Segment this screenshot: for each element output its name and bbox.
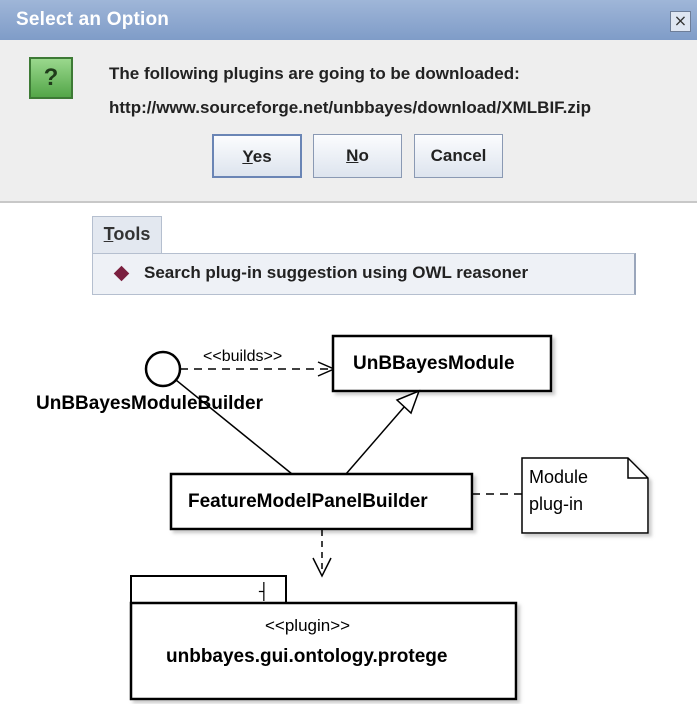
plugin-stereotype: <<plugin>> xyxy=(265,616,350,635)
dialog-message-url: http://www.sourceforge.net/unbbayes/down… xyxy=(109,98,591,117)
feature-model-panel-builder-class[interactable] xyxy=(169,472,474,531)
cancel-button[interactable]: Cancel xyxy=(414,134,503,178)
unbbayes-module-class[interactable] xyxy=(331,334,553,393)
no-label-rest: o xyxy=(358,146,369,165)
feature-model-panel-builder-label: FeatureModelPanelBuilder xyxy=(188,491,428,512)
yes-mnemonic: Y xyxy=(242,147,253,166)
select-option-dialog: Select an Option × ? The following plugi… xyxy=(0,0,697,203)
yes-button[interactable]: Yes xyxy=(212,134,302,178)
generalization-arrowhead-icon xyxy=(395,389,421,415)
interface-label: UnBBayesModuleBuilder xyxy=(36,393,264,414)
dialog-message-line-1: The following plugins are going to be do… xyxy=(109,64,520,83)
dialog-titlebar[interactable]: Select an Option × xyxy=(0,0,697,40)
uml-diagram: UnBBayesModuleBuilder <<builds>> UnBBaye… xyxy=(36,334,649,701)
note-line-1: Module xyxy=(529,467,588,487)
builds-stereotype: <<builds>> xyxy=(203,348,282,365)
package-arrowhead-icon xyxy=(312,557,332,578)
note-fold-icon xyxy=(627,458,648,479)
plugin-package-label: unbbayes.gui.ontology.protege xyxy=(166,646,447,667)
tools-label-rest: ools xyxy=(113,224,151,244)
yes-label-rest: es xyxy=(252,147,272,166)
package-tab-glyph: ┤ xyxy=(258,581,269,601)
package-tab xyxy=(130,575,287,604)
no-button[interactable]: No xyxy=(313,134,402,178)
note-line-2: plug-in xyxy=(529,494,583,514)
tools-mnemonic: T xyxy=(103,224,114,244)
generalization-line xyxy=(345,405,406,475)
question-icon: ? xyxy=(29,57,73,99)
no-mnemonic: N xyxy=(346,146,359,165)
plugin-package[interactable] xyxy=(129,601,518,701)
diamond-bullet-icon xyxy=(113,265,130,282)
close-icon[interactable]: × xyxy=(670,11,691,32)
menu-item-label: Search plug-in suggestion using OWL reas… xyxy=(144,263,529,282)
interface-lollipop-icon xyxy=(144,350,182,388)
unbbayes-module-label: UnBBayesModule xyxy=(353,353,515,374)
interface-realization-line xyxy=(175,379,293,475)
dialog-title: Select an Option xyxy=(16,9,170,30)
menu-item-search-plugin[interactable]: Search plug-in suggestion using OWL reas… xyxy=(92,253,636,295)
tools-menu[interactable]: Tools xyxy=(92,216,162,253)
note-shape[interactable] xyxy=(521,457,649,534)
